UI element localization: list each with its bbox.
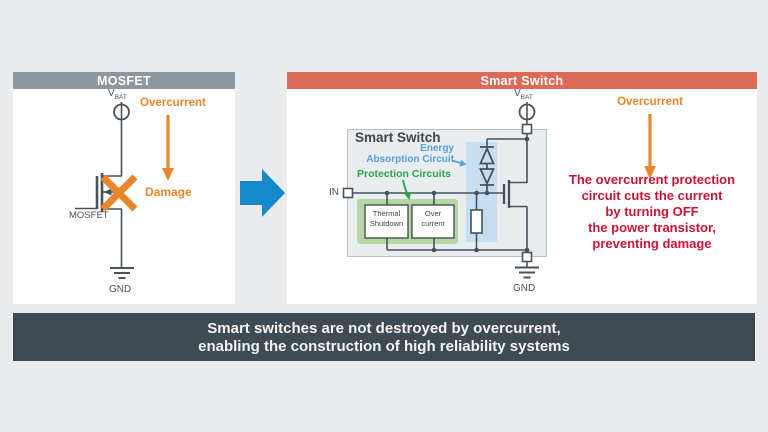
vbat-label-left: VBAT: [108, 88, 127, 101]
footer-banner: Smart switches are not destroyed by over…: [13, 313, 755, 361]
damage-label: Damage: [145, 185, 192, 199]
in-label: IN: [329, 187, 339, 198]
transition-arrow-icon: [240, 169, 285, 217]
smart-switch-panel-header: Smart Switch: [287, 72, 757, 89]
thermal-shutdown-label: Thermal Shutdown: [369, 209, 404, 228]
vbat-label-right: VBAT: [514, 88, 533, 101]
protection-description: The overcurrent protection circuit cuts …: [568, 172, 736, 251]
gnd-label-left: GND: [109, 284, 132, 295]
overcurrent-label-left: Overcurrent: [140, 97, 206, 109]
mosfet-label: MOSFET: [69, 210, 109, 221]
protection-circuits-label: Protection Circuits: [357, 168, 451, 180]
mosfet-panel-header: MOSFET: [13, 72, 235, 89]
overcurrent-label-right: Overcurrent: [617, 96, 683, 108]
energy-absorption-label: Energy Absorption Circuit: [366, 143, 454, 165]
overcurrent-box-label: Over current: [421, 209, 445, 228]
energy-absorption-highlight: [466, 142, 497, 242]
smart-switch-title: Smart Switch: [355, 130, 441, 145]
gnd-label-right: GND: [513, 283, 536, 294]
